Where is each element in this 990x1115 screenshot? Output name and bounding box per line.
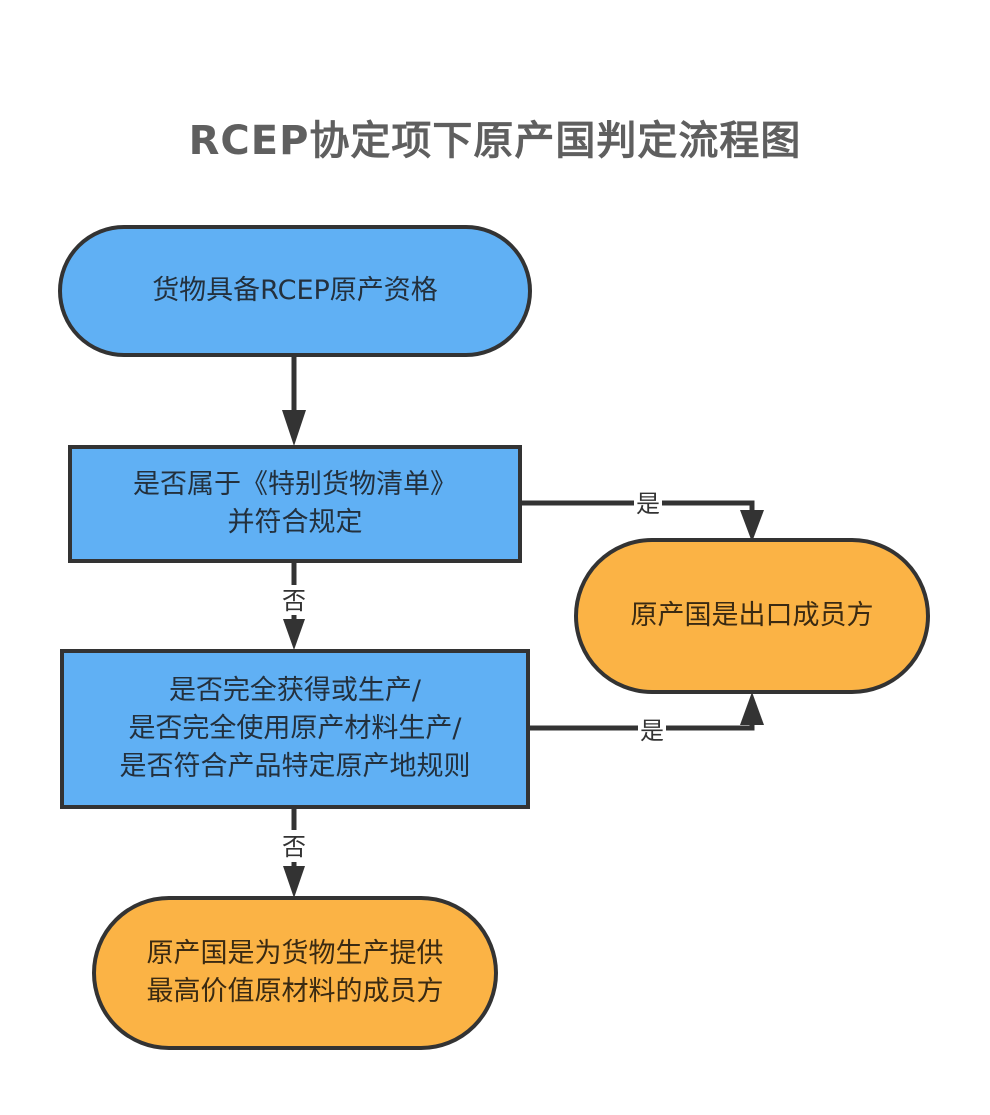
node-q2-line-3: 是否符合产品特定原产地规则 bbox=[119, 751, 471, 782]
node-result-exporting-member: 原产国是出口成员方 bbox=[574, 538, 930, 694]
node-start-text: 货物具备RCEP原产资格 bbox=[152, 275, 438, 306]
edge-label-q1-no: 否 bbox=[280, 587, 308, 615]
arrowhead-start-to-q1 bbox=[282, 410, 306, 446]
node-q1-line-2: 并符合规定 bbox=[227, 507, 363, 538]
node-result-export-text: 原产国是出口成员方 bbox=[630, 600, 874, 631]
node-result-material-line-2: 最高价值原材料的成员方 bbox=[146, 976, 444, 1007]
node-result-material-line-1: 原产国是为货物生产提供 bbox=[146, 938, 444, 969]
edge-label-q1-yes: 是 bbox=[634, 490, 662, 518]
node-question-special-goods-list: 是否属于《特别货物清单》 并符合规定 bbox=[68, 445, 522, 563]
node-start: 货物具备RCEP原产资格 bbox=[58, 225, 532, 357]
diagram-title: RCEP协定项下原产国判定流程图 bbox=[188, 118, 802, 164]
edge-label-q2-no: 否 bbox=[280, 833, 308, 861]
arrowhead-q2-no bbox=[283, 866, 305, 898]
edge-label-q2-yes: 是 bbox=[638, 717, 666, 745]
node-q1-line-1: 是否属于《特别货物清单》 bbox=[133, 469, 457, 500]
arrowhead-q1-no bbox=[283, 619, 305, 650]
node-q2-line-2: 是否完全使用原产材料生产/ bbox=[128, 713, 462, 744]
node-question-origin-criteria: 是否完全获得或生产/ 是否完全使用原产材料生产/ 是否符合产品特定原产地规则 bbox=[60, 649, 530, 809]
node-result-highest-value-material-member: 原产国是为货物生产提供 最高价值原材料的成员方 bbox=[92, 896, 498, 1050]
node-q2-line-1: 是否完全获得或生产/ bbox=[168, 675, 422, 706]
arrowhead-q1-yes bbox=[740, 510, 764, 542]
arrowhead-q2-yes bbox=[740, 692, 764, 725]
